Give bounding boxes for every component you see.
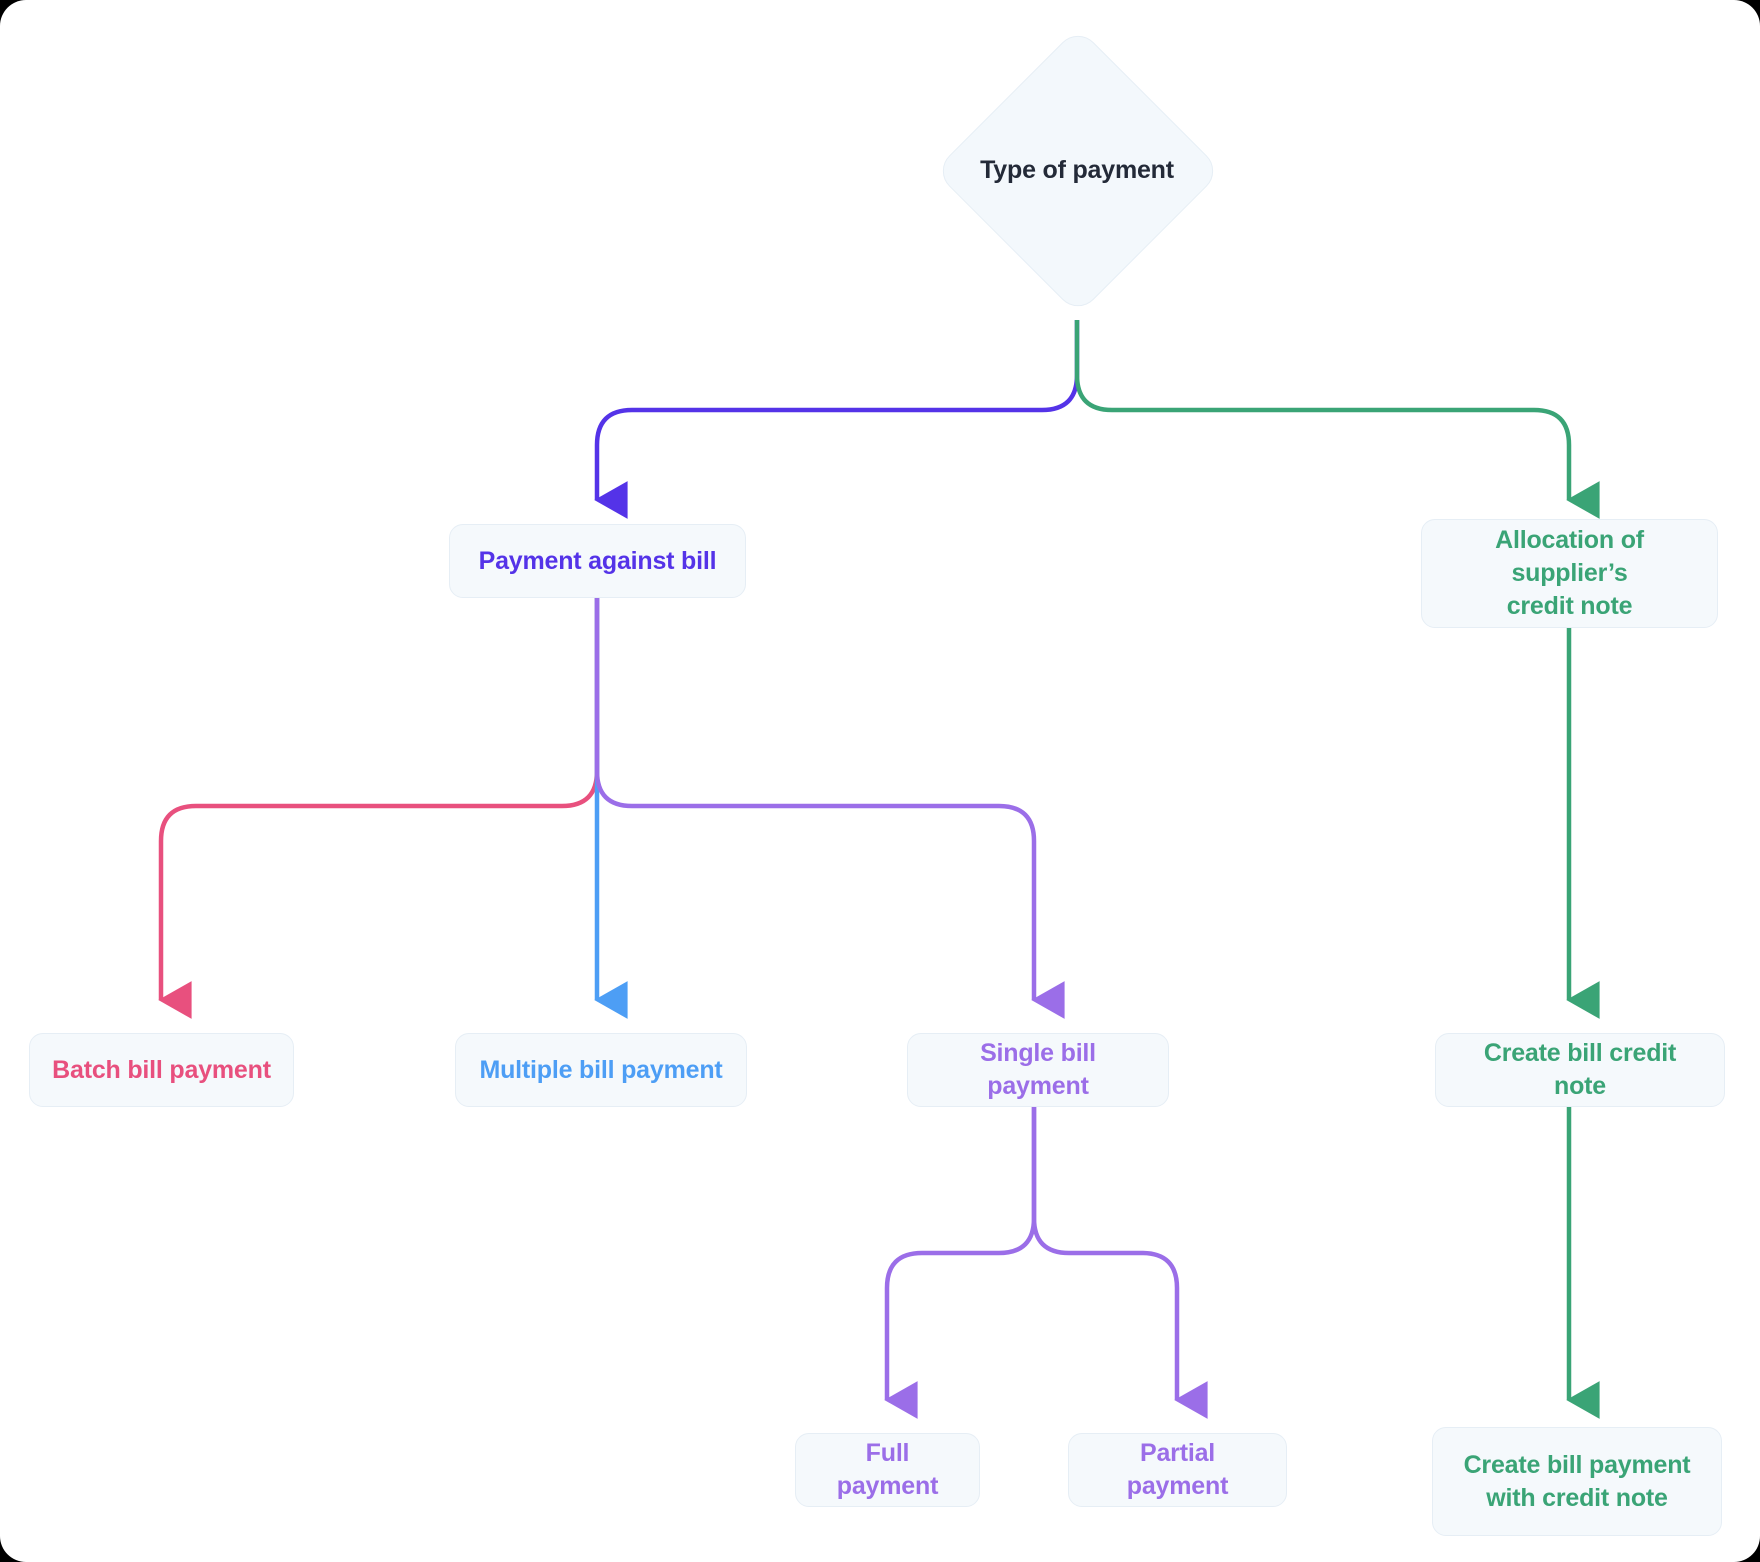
node-full-payment[interactable]: Full payment <box>795 1433 980 1507</box>
edge-decision-to-allocation <box>1074 320 1600 519</box>
node-payment-against-bill[interactable]: Payment against bill <box>449 524 746 598</box>
node-label: Single bill payment <box>980 1039 1096 1100</box>
node-label: Partial payment <box>1126 1439 1229 1500</box>
edge-payment-to-single <box>594 598 1065 1019</box>
node-multiple-bill-payment[interactable]: Multiple bill payment <box>455 1033 747 1107</box>
edge-decision-to-payment-against-bill <box>594 320 1080 519</box>
node-label: Create bill credit note <box>1483 1039 1677 1100</box>
node-label: Batch bill payment <box>52 1055 271 1084</box>
node-label: Multiple bill payment <box>479 1055 723 1084</box>
node-label: Payment against bill <box>478 546 717 575</box>
edge-payment-to-batch <box>158 598 600 1019</box>
node-batch-bill-payment[interactable]: Batch bill payment <box>29 1033 294 1107</box>
node-create-bill-payment-with-credit-note[interactable]: Create bill payment with credit note <box>1432 1427 1722 1536</box>
decision-label: Type of payment <box>980 155 1174 184</box>
edge-single-to-partial <box>1031 1090 1208 1419</box>
node-label: Allocation of supplier’s credit note <box>1495 526 1644 620</box>
node-label: Create bill payment with credit note <box>1463 1450 1691 1512</box>
node-create-bill-credit-note[interactable]: Create bill credit note <box>1435 1033 1725 1107</box>
node-allocation-credit-note[interactable]: Allocation of supplier’s credit note <box>1421 519 1718 628</box>
node-label: Full payment <box>836 1439 939 1500</box>
edge-single-to-full <box>884 1090 1037 1419</box>
node-partial-payment[interactable]: Partial payment <box>1068 1433 1287 1507</box>
node-single-bill-payment[interactable]: Single bill payment <box>907 1033 1169 1107</box>
